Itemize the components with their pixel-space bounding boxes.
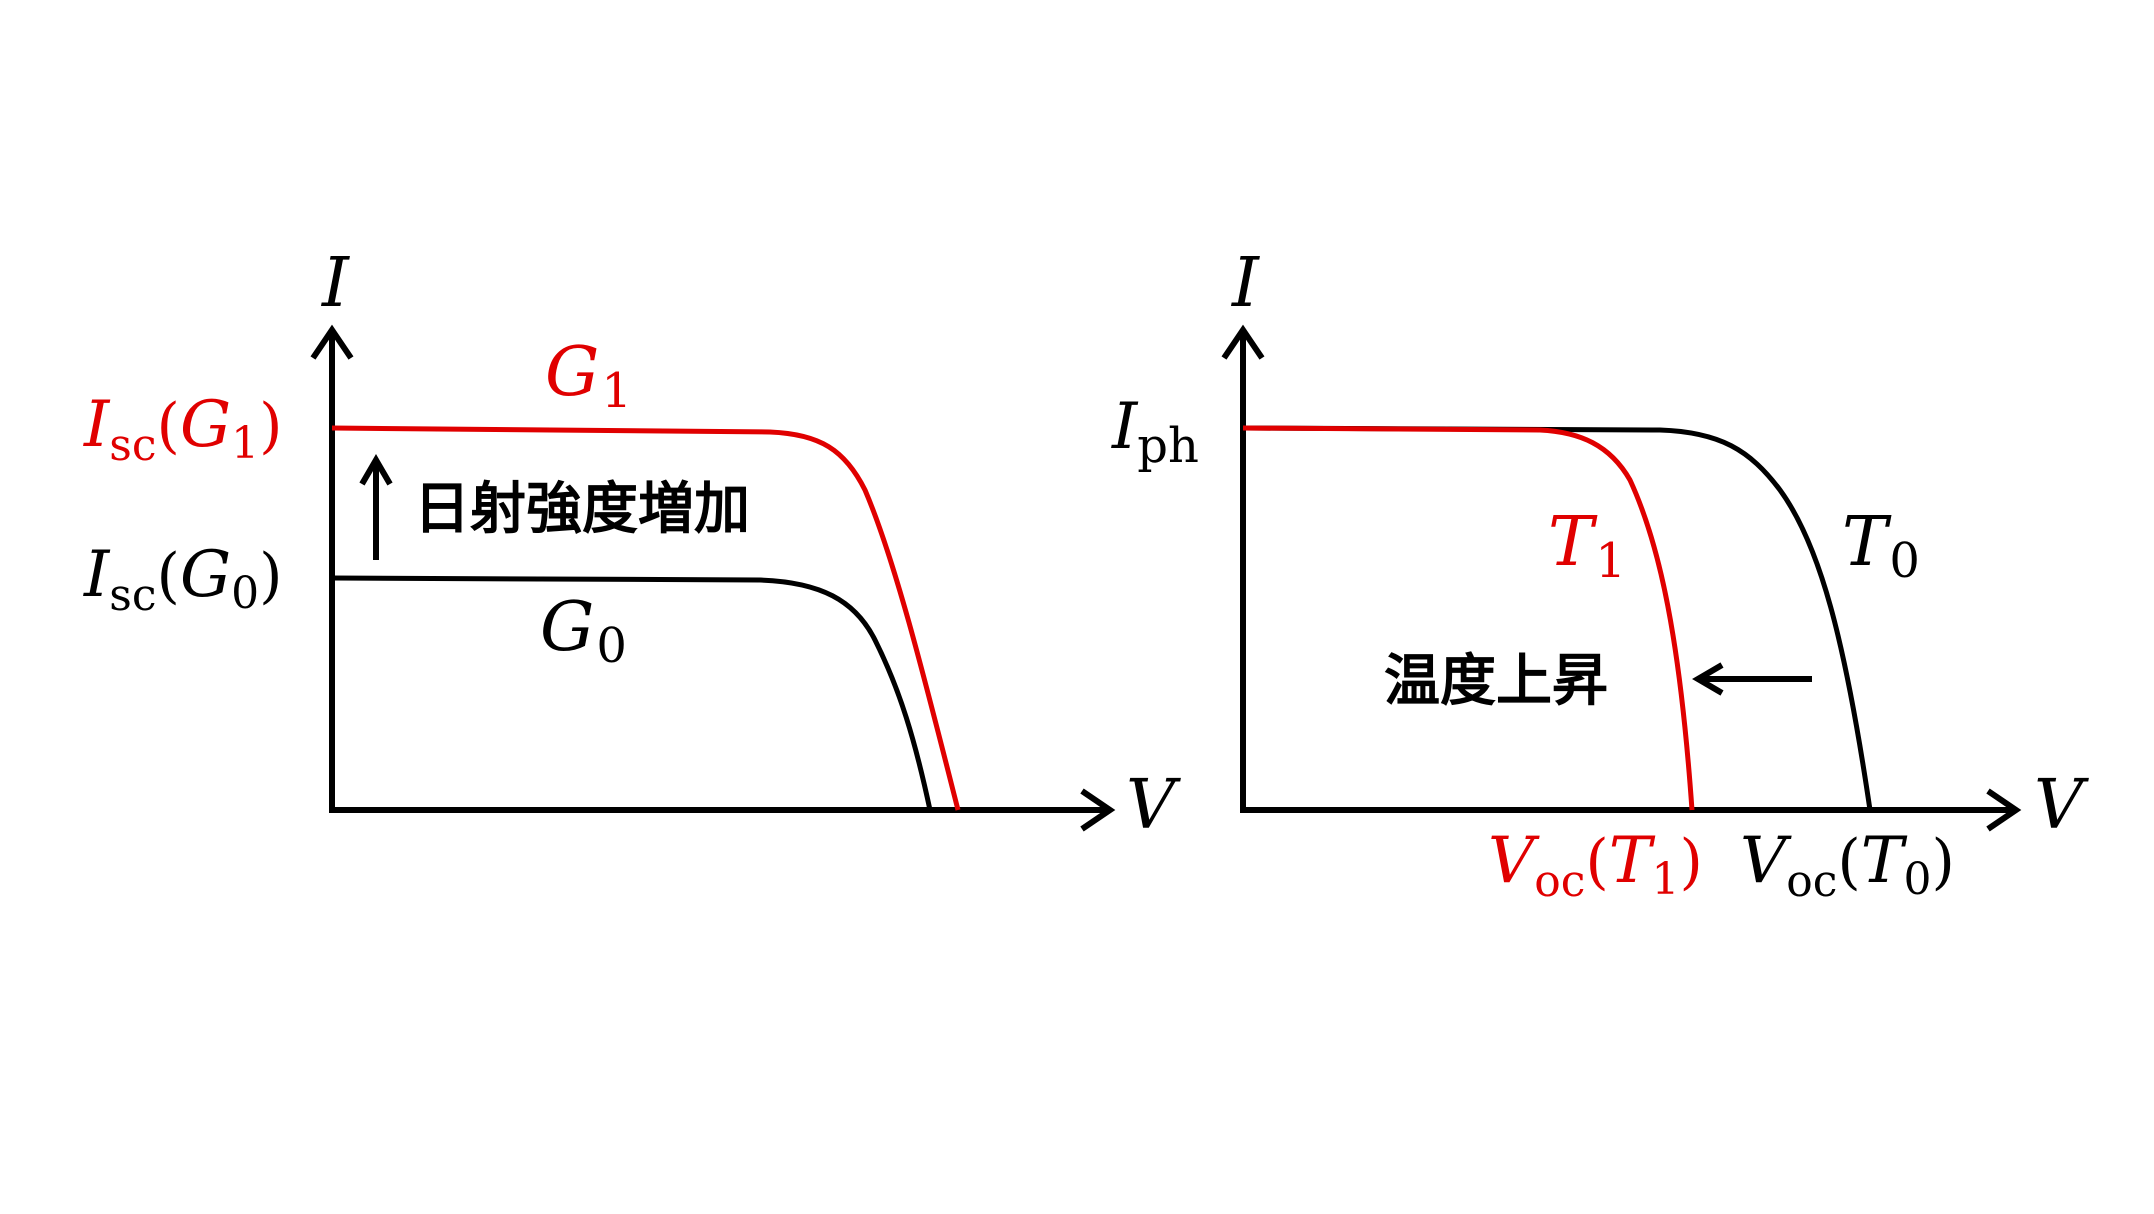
right-curve-t1 [1242, 425, 1695, 811]
right-temperature-arrowhead [1692, 662, 1724, 696]
left-panel: I V G1 G0 Isc(G1) Isc(G0) 日射強度増加 [83, 244, 1181, 845]
right-black-x-tick-label: Voc(T0) [1740, 824, 1955, 907]
right-temperature-annotation: 温度上昇 [1384, 649, 1608, 714]
left-y-axis-label: I [320, 244, 350, 323]
left-x-axis-label: V [1126, 766, 1181, 845]
right-curve-t0 [1242, 425, 1873, 811]
left-x-axis-arrowhead [1080, 788, 1116, 832]
right-x-axis-label: V [2034, 766, 2089, 845]
left-upper-tick-label: Isc(G1) [83, 388, 282, 471]
left-curve-g1-label: G1 [545, 333, 632, 419]
right-curve-t0-label: T0 [1842, 503, 1920, 589]
right-y-axis-label: I [1230, 244, 1260, 323]
left-curve-g0-label: G0 [540, 588, 627, 674]
right-y-axis-arrowhead [1221, 324, 1265, 360]
right-y-tick-label: Iph [1111, 390, 1199, 474]
left-curve-g0 [331, 575, 933, 811]
left-curve-g1 [331, 425, 961, 811]
left-lower-tick-label: Isc(G0) [83, 538, 282, 621]
right-curve-t1-label: T1 [1548, 503, 1626, 589]
left-y-axis-arrowhead [310, 324, 354, 360]
right-panel: I V Iph T1 T0 温度上昇 Voc(T1) Voc(T0) [1111, 244, 2089, 907]
right-red-x-tick-label: Voc(T1) [1488, 824, 1703, 907]
left-irradiance-arrowhead [359, 454, 393, 486]
right-x-axis-arrowhead [1986, 788, 2022, 832]
left-irradiance-annotation: 日射強度増加 [414, 477, 750, 542]
